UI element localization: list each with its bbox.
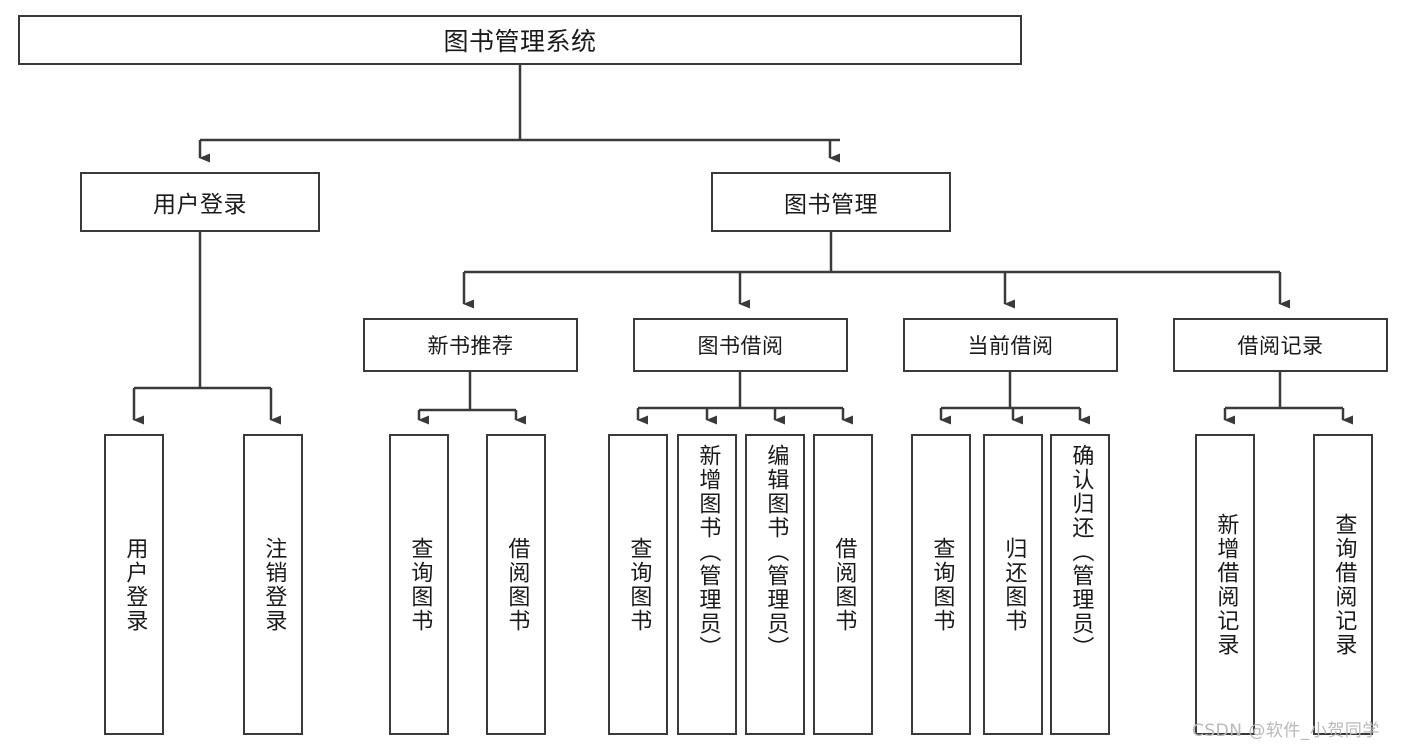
node-leaf-borrow-book-1[interactable]: 借阅图书	[486, 434, 546, 735]
node-current-borrow-label: 当前借阅	[967, 334, 1054, 358]
node-leaf-query-record[interactable]: 查询借阅记录	[1313, 434, 1373, 735]
node-book-borrow-label: 图书借阅	[697, 334, 784, 358]
node-leaf-edit-book-label: 编辑图书（管理员）	[763, 444, 789, 660]
node-root[interactable]: 图书管理系统	[18, 15, 1022, 65]
node-leaf-query-book-1[interactable]: 查询图书	[389, 434, 449, 735]
node-book-borrow[interactable]: 图书借阅	[633, 318, 848, 372]
node-leaf-add-book[interactable]: 新增图书（管理员）	[677, 434, 737, 735]
node-leaf-logout-label: 注销登录	[261, 536, 287, 633]
node-leaf-query-book-2[interactable]: 查询图书	[608, 434, 668, 735]
node-current-borrow[interactable]: 当前借阅	[903, 318, 1118, 372]
node-leaf-return-book-label: 归还图书	[1001, 536, 1027, 633]
node-leaf-confirm-return-label: 确认归还（管理员）	[1068, 444, 1094, 660]
node-leaf-edit-book[interactable]: 编辑图书（管理员）	[745, 434, 805, 735]
node-leaf-borrow-book-2[interactable]: 借阅图书	[813, 434, 873, 735]
node-new-book-rec[interactable]: 新书推荐	[363, 318, 578, 372]
node-leaf-query-book-2-label: 查询图书	[626, 536, 652, 633]
node-borrow-record-label: 借阅记录	[1237, 334, 1324, 358]
node-borrow-record[interactable]: 借阅记录	[1173, 318, 1388, 372]
node-leaf-add-book-label: 新增图书（管理员）	[695, 444, 721, 660]
node-leaf-confirm-return[interactable]: 确认归还（管理员）	[1050, 434, 1110, 735]
node-leaf-query-book-1-label: 查询图书	[407, 536, 433, 633]
node-leaf-add-record[interactable]: 新增借阅记录	[1195, 434, 1255, 735]
csdn-watermark: CSDN @软件_小贺同学	[1192, 721, 1380, 741]
node-leaf-query-book-3-label: 查询图书	[929, 536, 955, 633]
node-leaf-logout[interactable]: 注销登录	[243, 434, 303, 735]
node-leaf-borrow-book-2-label: 借阅图书	[831, 536, 857, 633]
node-user-login-label: 用户登录	[153, 192, 247, 218]
node-leaf-user-login-label: 用户登录	[122, 536, 148, 633]
node-root-label: 图书管理系统	[443, 27, 597, 56]
node-user-login[interactable]: 用户登录	[80, 172, 320, 232]
node-new-book-rec-label: 新书推荐	[427, 334, 514, 358]
node-leaf-query-book-3[interactable]: 查询图书	[911, 434, 971, 735]
node-leaf-return-book[interactable]: 归还图书	[983, 434, 1043, 735]
node-leaf-query-record-label: 查询借阅记录	[1331, 512, 1357, 657]
node-book-manage[interactable]: 图书管理	[711, 172, 951, 232]
node-leaf-borrow-book-1-label: 借阅图书	[504, 536, 530, 633]
node-leaf-add-record-label: 新增借阅记录	[1213, 512, 1239, 657]
node-leaf-user-login[interactable]: 用户登录	[104, 434, 164, 735]
node-book-manage-label: 图书管理	[784, 192, 878, 218]
